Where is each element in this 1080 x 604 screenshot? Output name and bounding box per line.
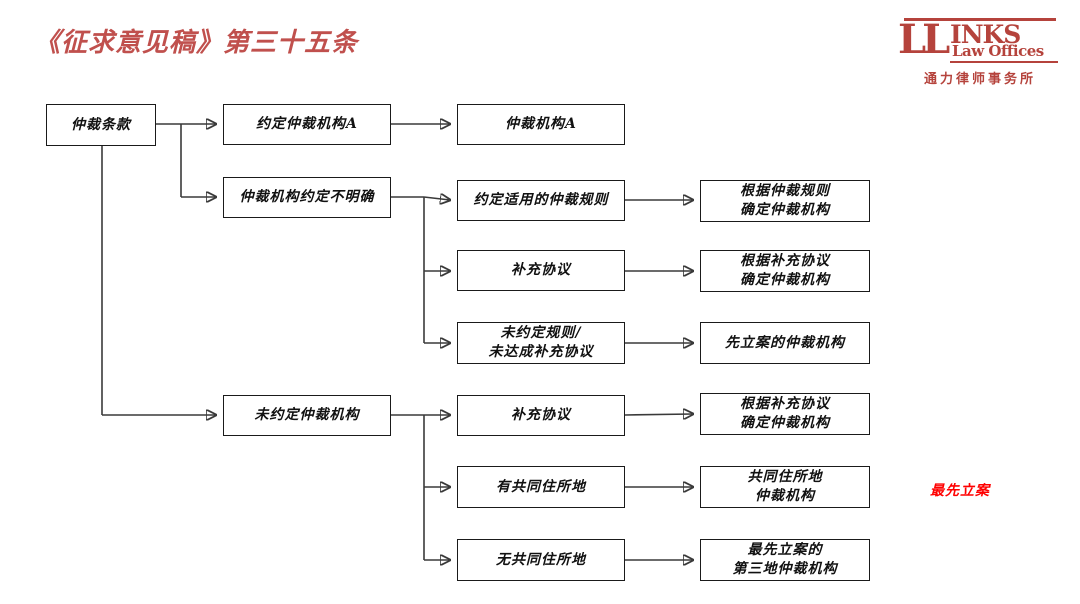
logo-wordmark: LL INKS Law Offices bbox=[898, 16, 1062, 63]
logo-ll-mark: LL bbox=[898, 16, 950, 63]
flow-node-n2[interactable]: 约定仲裁机构A bbox=[223, 104, 391, 145]
logo-chinese-name: 通力律师事务所 bbox=[923, 72, 1036, 87]
flow-node-n7[interactable]: 补充协议 bbox=[457, 250, 625, 291]
flow-node-n1[interactable]: 仲裁条款 bbox=[46, 104, 156, 146]
flow-node-n6[interactable]: 根据仲裁规则 确定仲裁机构 bbox=[700, 180, 870, 222]
page-title: 《征求意见稿》第三十五条 bbox=[34, 28, 359, 58]
logo-tagline: Law Offices bbox=[952, 42, 1044, 60]
flow-node-n5[interactable]: 约定适用的仲裁规则 bbox=[457, 180, 625, 221]
annotation-a1: 最先立案 bbox=[930, 483, 990, 499]
flow-node-n4[interactable]: 仲裁机构约定不明确 bbox=[223, 177, 391, 218]
flow-node-n3[interactable]: 仲裁机构A bbox=[457, 104, 625, 145]
flow-node-n17[interactable]: 最先立案的 第三地仲裁机构 bbox=[700, 539, 870, 581]
llinks-law-offices-logo: LL INKS Law Offices 通力律师事务所 bbox=[898, 18, 1062, 87]
flow-node-n8[interactable]: 根据补充协议 确定仲裁机构 bbox=[700, 250, 870, 292]
logo-bottom-rule bbox=[950, 61, 1058, 63]
logo-inks-mark: INKS bbox=[950, 20, 1021, 49]
flow-node-n14[interactable]: 有共同住所地 bbox=[457, 466, 625, 508]
flow-node-n11[interactable]: 未约定仲裁机构 bbox=[223, 395, 391, 436]
flow-node-n9[interactable]: 未约定规则/ 未达成补充协议 bbox=[457, 322, 625, 364]
flow-node-n12[interactable]: 补充协议 bbox=[457, 395, 625, 436]
flow-node-n10[interactable]: 先立案的仲裁机构 bbox=[700, 322, 870, 364]
flow-node-n15[interactable]: 共同住所地 仲裁机构 bbox=[700, 466, 870, 508]
logo-top-rule bbox=[904, 18, 1056, 21]
flow-node-n16[interactable]: 无共同住所地 bbox=[457, 539, 625, 581]
flow-node-n13[interactable]: 根据补充协议 确定仲裁机构 bbox=[700, 393, 870, 435]
